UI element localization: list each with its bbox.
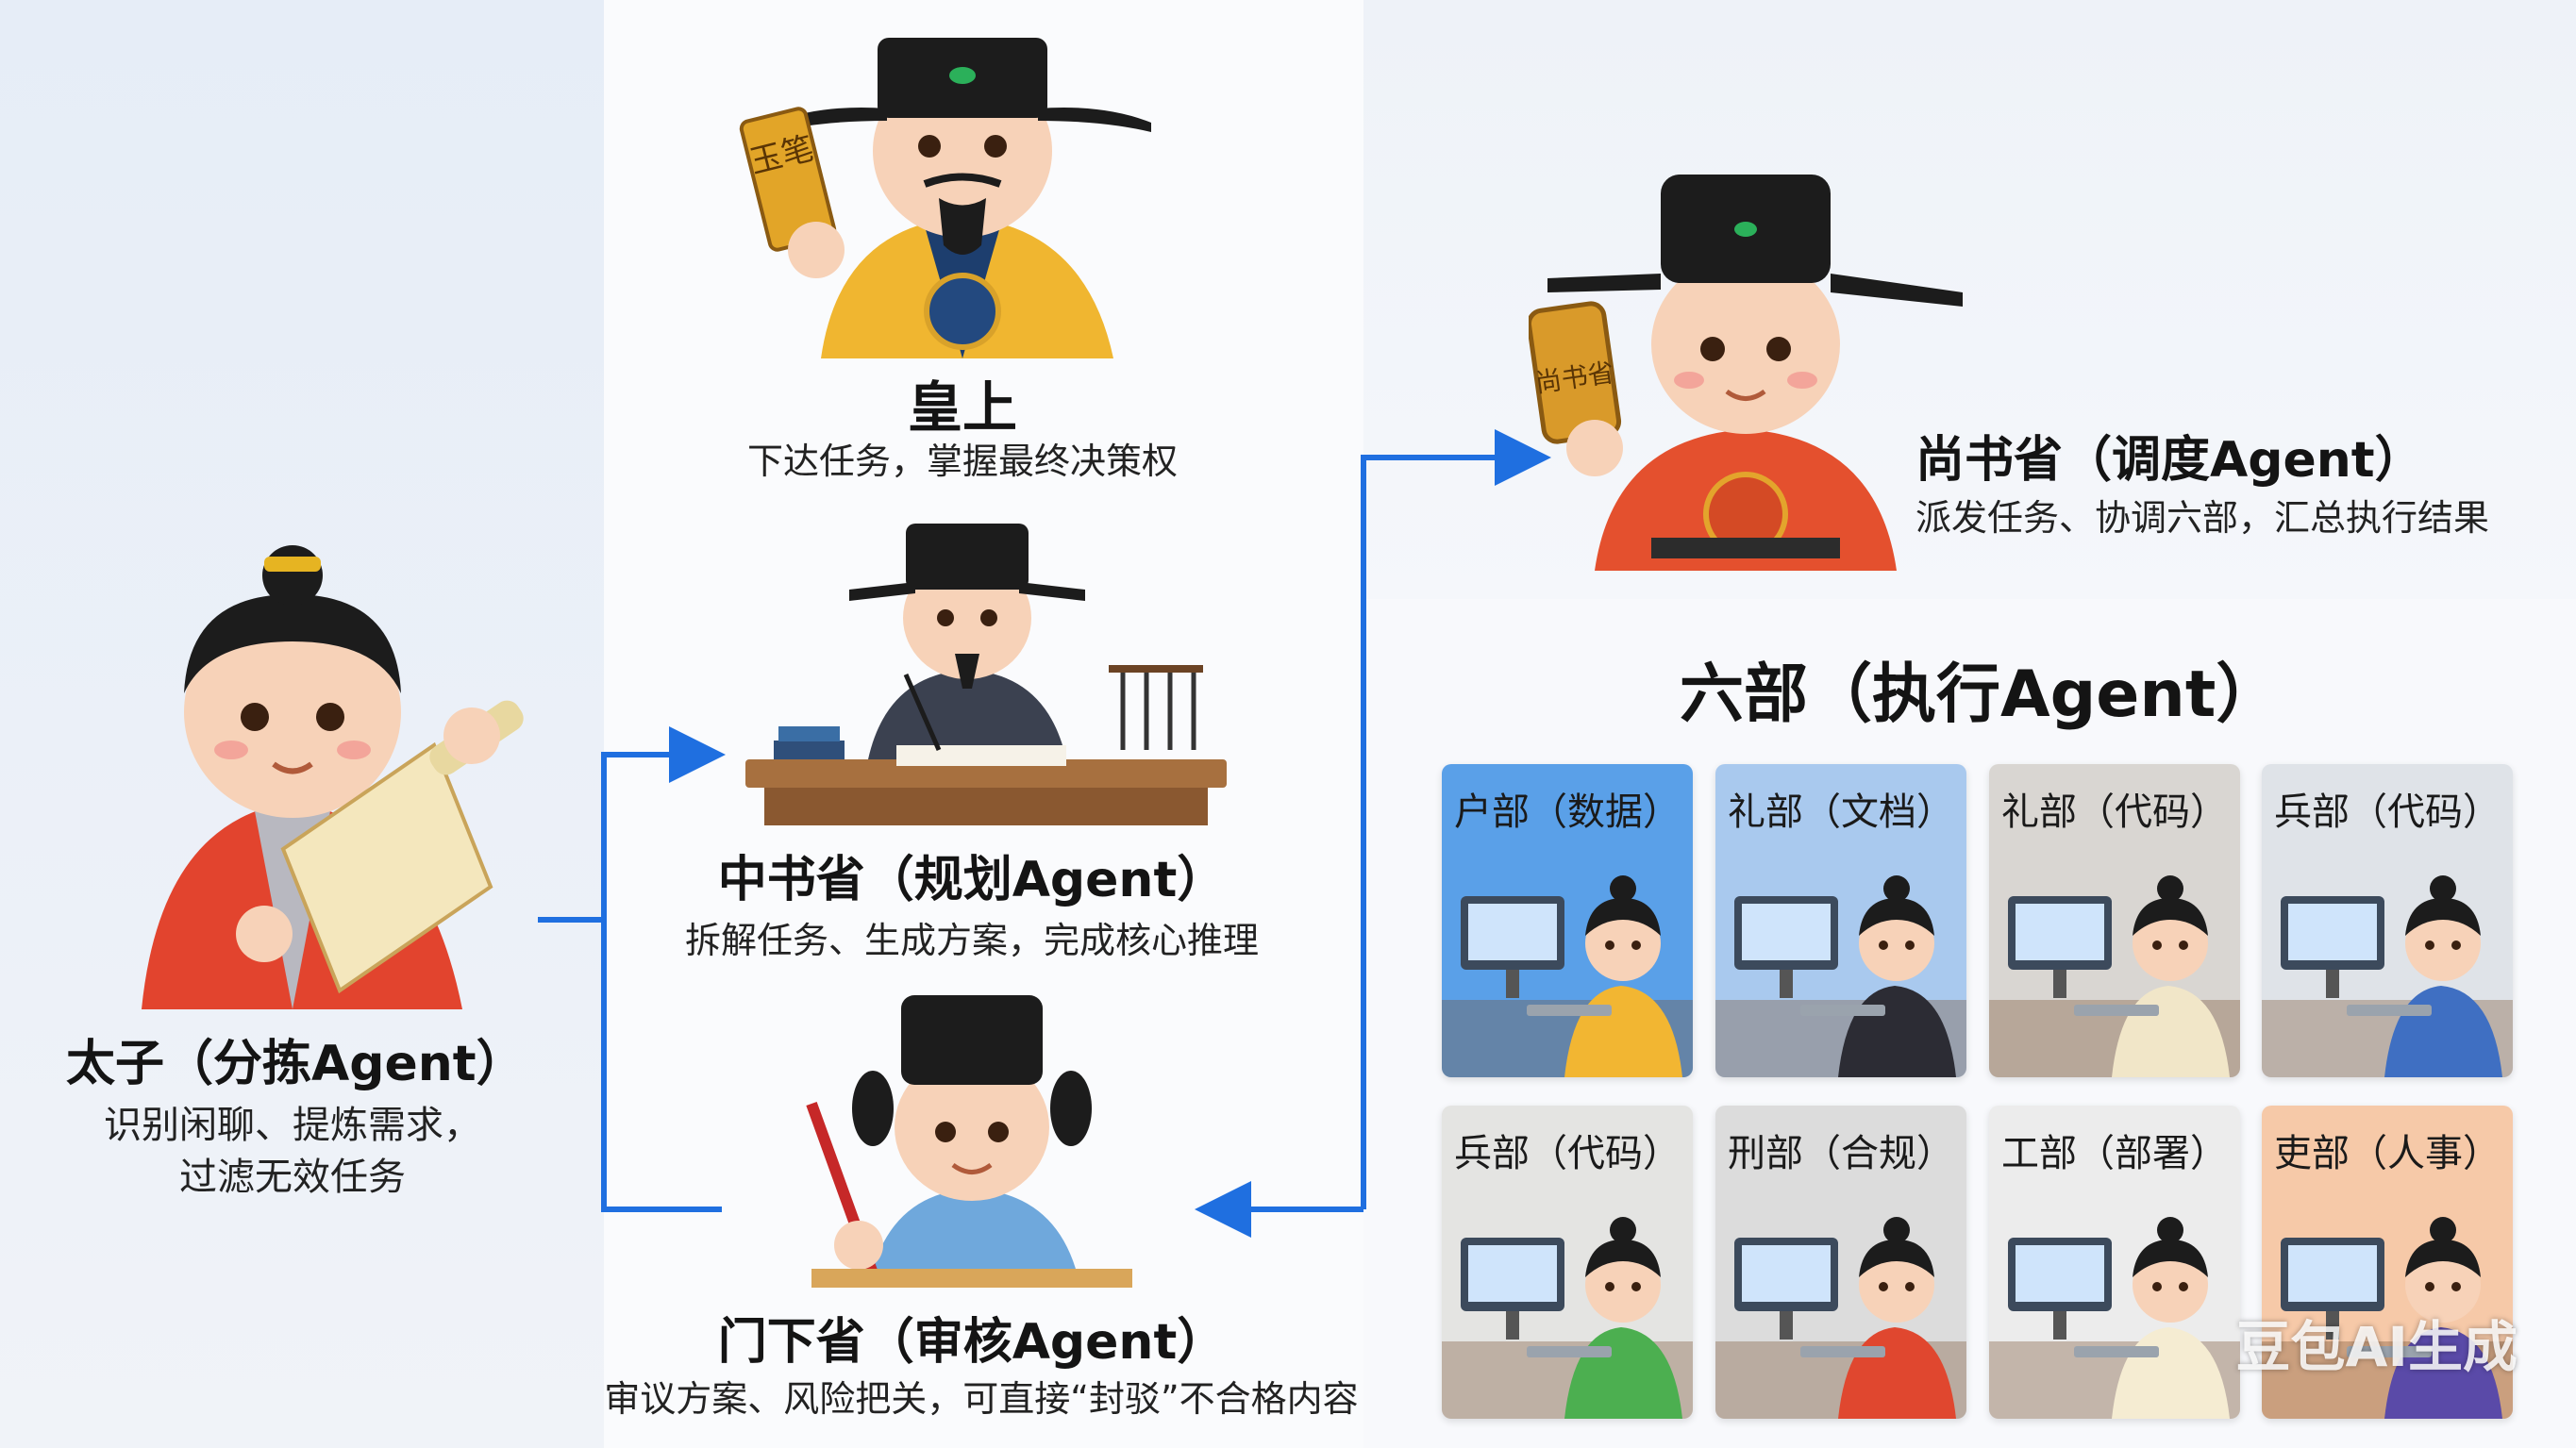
ministry-scene (1442, 1217, 1693, 1419)
crown-prince-desc-line1: 识别闲聊、提炼需求， (104, 1104, 481, 1147)
zhongshu-title: 中书省（规划Agent） (717, 852, 1227, 908)
ministry-card-label: 礼部（文档） (1728, 791, 1954, 834)
arrow-prince-to-menxia (601, 920, 722, 1212)
emperor-figure: 玉笔 (739, 38, 1151, 358)
ministry-card: 兵部（代码） (2262, 764, 2513, 1077)
ministry-card: 户部（数据） (1442, 764, 1693, 1077)
ministry-scene (1715, 1217, 1966, 1419)
ministry-scene (1989, 1217, 2240, 1419)
shangshu-desc: 派发任务、协调六部，汇总执行结果 (1915, 497, 2490, 539)
ministry-scene (2262, 1217, 2513, 1419)
shangshu-title: 尚书省（调度Agent） (1915, 432, 2424, 489)
zhongshu-desc: 拆解任务、生成方案，完成核心推理 (684, 920, 1259, 961)
shangshu-figure: 尚书省 (1529, 175, 1963, 571)
ministry-grid: 户部（数据） 礼部（文档） 礼部（代码） 兵部（代码） 兵部（代码） 刑部（合规… (1442, 764, 2513, 1420)
emperor-title: 皇上 (907, 375, 1017, 440)
crown-prince-desc-line2: 过滤无效任务 (179, 1156, 406, 1199)
arrow-prince-to-branch (538, 726, 726, 923)
zhongshu-figure (745, 524, 1227, 825)
ministry-scene (1715, 875, 1966, 1077)
ministry-card: 礼部（文档） (1715, 764, 1966, 1077)
ministry-card-label: 礼部（代码） (2001, 791, 2228, 834)
ministry-scene (2262, 875, 2513, 1077)
ministry-card: 刑部（合规） (1715, 1106, 1966, 1419)
ministry-scene (1442, 875, 1693, 1077)
watermark: 豆包AI生成 (2235, 1315, 2517, 1379)
ministry-card-label: 户部（数据） (1454, 791, 1681, 834)
menxia-figure (806, 995, 1132, 1288)
menxia-desc: 审议方案、风险把关，可直接“封驳”不合格内容 (604, 1378, 1359, 1420)
ministry-card-label: 工部（部署） (2001, 1132, 2228, 1175)
ministry-card-label: 吏部（人事） (2274, 1132, 2501, 1175)
ministry-scene (1989, 875, 2240, 1077)
menxia-title: 门下省（审核Agent） (717, 1314, 1227, 1371)
ministry-card-label: 兵部（代码） (2274, 791, 2501, 834)
right-top-panel (1363, 0, 2576, 599)
emperor-desc: 下达任务，掌握最终决策权 (746, 441, 1178, 482)
six-ministries-title: 六部（执行Agent） (1680, 657, 2281, 732)
ministry-card: 工部（部署） (1989, 1106, 2240, 1419)
ministry-card: 吏部（人事） (2262, 1106, 2513, 1419)
ministry-card: 兵部（代码） (1442, 1106, 1693, 1419)
ministry-card-label: 刑部（合规） (1728, 1132, 1954, 1175)
crown-prince-figure (142, 545, 524, 1009)
ministry-card: 礼部（代码） (1989, 764, 2240, 1077)
ministry-card-label: 兵部（代码） (1454, 1132, 1681, 1175)
crown-prince-title: 太子（分拣Agent） (66, 1036, 526, 1092)
arrow-to-shangshu (1361, 429, 1551, 1209)
